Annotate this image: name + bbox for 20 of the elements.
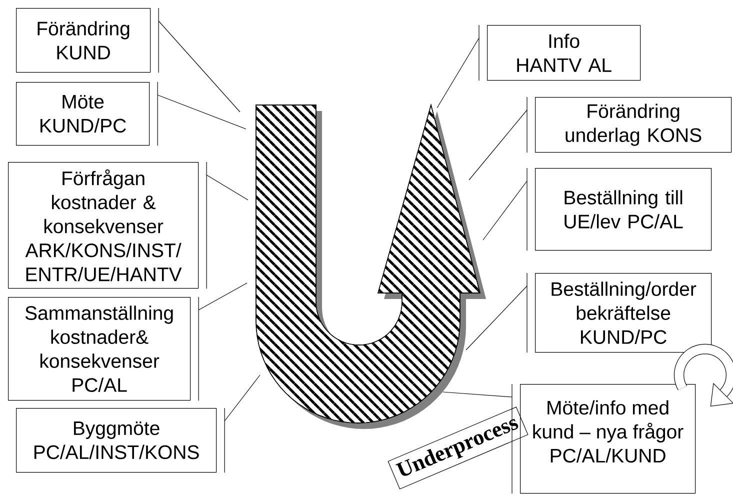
text-box: Sammanställning kostnader& konsekvenser PC/AL: [8, 297, 191, 401]
text-box: Beställning/order bekräftelse KUND/PC: [535, 273, 712, 353]
leader-line: [466, 286, 528, 350]
leader-line: [482, 180, 528, 240]
leader-line: [224, 374, 260, 422]
text-box: Info HANTV AL: [487, 25, 641, 81]
text-box: Möte/info med kund – nya frågor PC/AL/KUND: [520, 384, 696, 494]
text-box: Förfrågan kostnader & konsekvenser ARK/KONS/INST/ ENTR/UE/HANTV: [8, 162, 199, 289]
text-box: Byggmöte PC/AL/INST/KONS: [16, 408, 217, 473]
leader-line: [436, 38, 480, 108]
text-box: Beställning till UE/lev PC/AL: [535, 168, 712, 251]
leader-line: [198, 282, 248, 310]
leader-line: [468, 110, 528, 180]
leader-line: [206, 174, 248, 200]
leader-line: [158, 20, 240, 112]
text-box: Förändring underlag KONS: [535, 97, 732, 153]
text-box: Möte KUND/PC: [16, 82, 150, 146]
text-box: Förändring KUND: [16, 8, 151, 73]
leader-line: [157, 94, 246, 130]
leader-line: [442, 392, 512, 398]
